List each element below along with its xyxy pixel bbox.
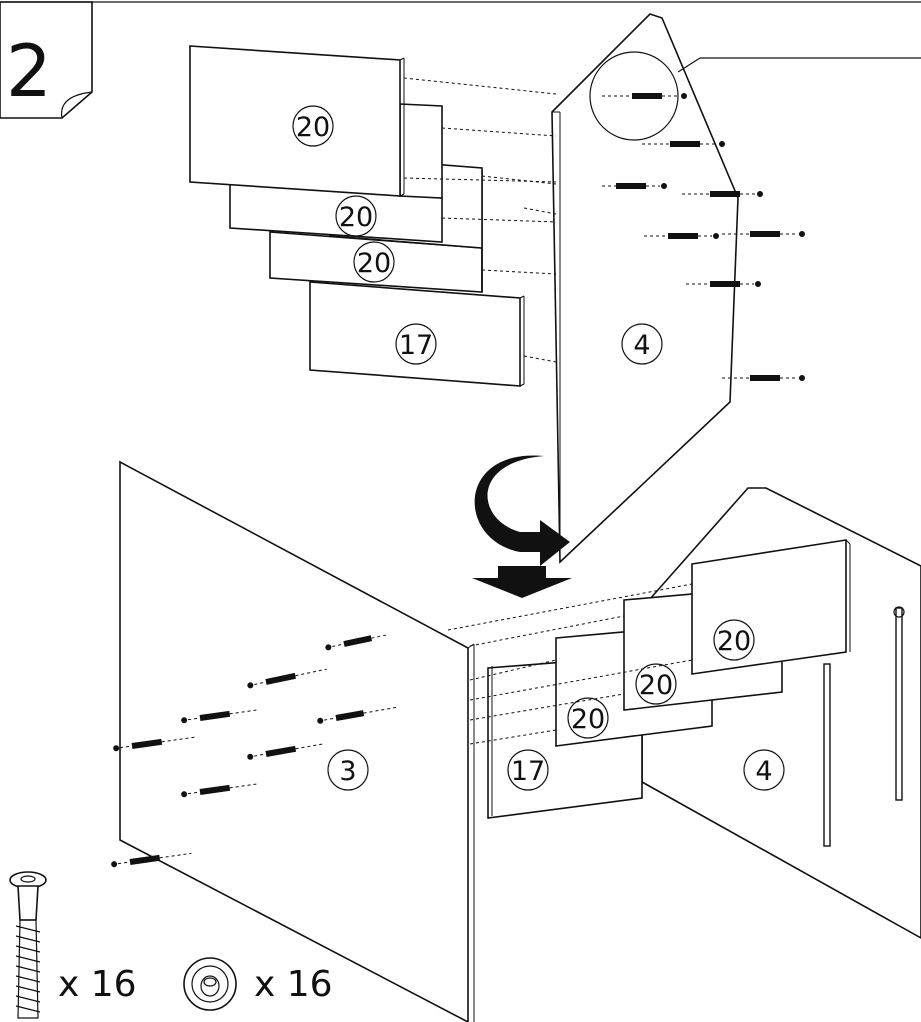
hardware-legend: x 16 x 16 [9,871,333,1019]
label-panel-4-bottom: 4 [755,756,772,787]
dowel-screw-icon [9,871,47,1019]
step-number: 2 [6,29,52,113]
connection-lines-bottom [447,583,693,745]
screw [113,736,196,752]
screw [686,281,761,287]
rotate-arrow-icon [474,455,570,566]
screw [682,191,763,197]
label-panel-20-c: 20 [353,241,395,283]
svg-text:20: 20 [357,248,391,279]
screw [181,783,260,798]
screw [602,93,687,99]
label-panel-3: 3 [339,756,356,787]
panel-20-a [189,45,405,197]
side-panel-4-top: 4 [551,13,739,564]
connection-lines-top [403,77,557,363]
top-exploded-view: 20 20 20 17 4 [189,13,921,598]
screw [644,233,719,239]
cam-cap-quantity: x 16 [254,964,333,1005]
screws-top [602,93,805,381]
label-panel-20-bottom-b: 20 [639,670,673,701]
screw [111,852,192,868]
svg-text:20: 20 [339,202,373,233]
label-panel-17-top: 17 [395,323,437,365]
screw [602,183,667,189]
screw [181,709,260,724]
panel-20-bottom-a: 20 [691,539,851,675]
svg-text:20: 20 [296,112,330,143]
panel-17-top [309,281,525,387]
label-panel-17-bottom: 17 [511,756,545,787]
screw [247,743,326,760]
label-panel-4-top: 4 [633,330,650,361]
side-panel-3: 3 [119,460,475,1022]
label-panel-20-a: 20 [292,105,334,147]
dowel-screw-quantity: x 16 [58,964,137,1005]
svg-text:17: 17 [399,330,433,361]
screw [722,231,805,237]
step-badge: 2 [0,1,921,119]
label-panel-20-bottom-a: 20 [717,626,751,657]
screws-bottom [111,633,398,868]
cam-cap-icon [183,957,237,1011]
screw [317,706,398,724]
screw [642,141,725,147]
label-panel-20-b: 20 [335,195,377,237]
screw [722,375,805,381]
bottom-assembly-view: 4 17 20 20 20 [111,460,921,1022]
label-panel-20-bottom-c: 20 [571,704,605,735]
detail-callout [589,51,921,141]
down-arrow-icon [472,566,572,598]
